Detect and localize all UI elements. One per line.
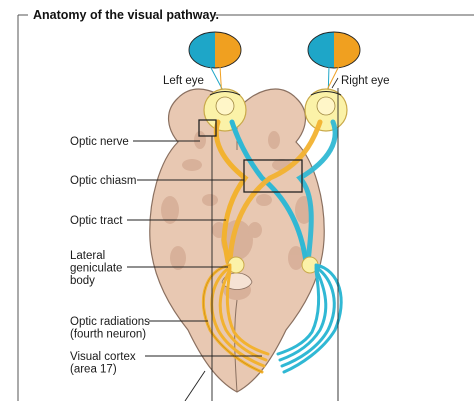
optic-nerve-box — [198, 119, 217, 137]
label-lgb-line: body — [70, 275, 95, 287]
figure-title: Anatomy of the visual pathway. — [33, 8, 219, 22]
optic-radiations-right — [276, 263, 343, 374]
label-optic-tract-line: Optic tract — [70, 215, 123, 227]
label-visual-cortex-line: (area 17) — [70, 364, 117, 376]
right-eye — [304, 88, 348, 132]
lateral-geniculate-bodies — [227, 256, 319, 274]
optic-radiations-left-outline — [203, 264, 263, 373]
leader-lines — [127, 88, 339, 401]
left-eye — [203, 88, 247, 132]
label-visual-cortex-line: Visual cortex — [70, 351, 136, 363]
optic-pathways — [213, 119, 338, 265]
label-optic-radiations: Optic radiations(fourth neuron) — [70, 316, 150, 341]
right-eye-label: Right eye — [341, 75, 390, 87]
label-lgb-line: Lateral — [70, 250, 105, 262]
detail-boxes — [198, 119, 303, 193]
label-optic-radiations-line: Optic radiations — [70, 316, 150, 328]
optic-chiasm-box — [243, 159, 303, 193]
label-optic-nerve: Optic nerve — [70, 136, 129, 148]
brain — [149, 88, 325, 393]
left-eye-label: Left eye — [163, 75, 204, 87]
label-optic-nerve-line: Optic nerve — [70, 136, 129, 148]
left-visual-field — [188, 31, 242, 69]
gyri — [161, 131, 313, 300]
label-optic-chiasm: Optic chiasm — [70, 175, 136, 187]
label-optic-tract: Optic tract — [70, 215, 123, 227]
label-optic-chiasm-line: Optic chiasm — [70, 175, 136, 187]
label-visual-cortex: Visual cortex(area 17) — [70, 351, 136, 376]
label-lgb-line: geniculate — [70, 263, 122, 275]
right-visual-field — [307, 31, 361, 69]
figure-frame — [17, 14, 474, 401]
label-optic-radiations-line: (fourth neuron) — [70, 329, 146, 341]
